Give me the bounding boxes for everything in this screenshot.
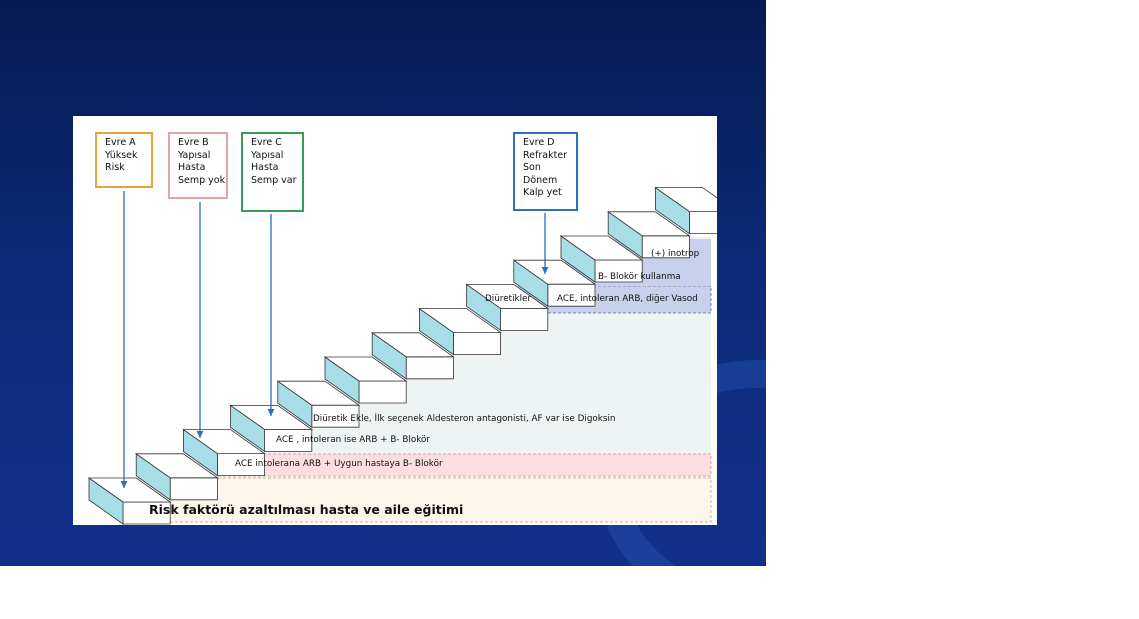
stage-d-line-5: Kalp yet: [523, 187, 562, 198]
base-band: [122, 477, 712, 523]
stage-d-line-3: Son: [523, 162, 541, 173]
stage-c-line-3: Hasta: [251, 162, 279, 173]
slide-background: Evre A Yüksek Risk Evre B Yapısal Hasta …: [0, 0, 766, 566]
step-front-6: [358, 380, 407, 404]
stage-a-arrow-head: [120, 481, 128, 488]
stage-c-arrow-head: [267, 409, 275, 416]
stage-d-line-1: Evre D: [523, 137, 555, 148]
step-top-7: [370, 332, 455, 358]
stage-b-line-2: Yapısal: [178, 149, 211, 161]
stage-d-line-2: Refrakter: [523, 149, 568, 161]
stage-c-line-4: Semp var: [251, 174, 297, 186]
stage-c-line-1: Evre C: [251, 137, 282, 148]
stage-a-line-3: Risk: [105, 162, 125, 173]
step-front-13: [689, 211, 717, 234]
treatment-diuretic-add: Diüretik Ekle, İlk seçenek Aldesteron an…: [313, 414, 616, 424]
stage-c-line-2: Yapısal: [251, 149, 284, 161]
stage-d-line-4: Dönem: [523, 174, 558, 186]
step-top-1: [87, 477, 172, 503]
step-front-8: [452, 332, 502, 356]
stage-d-box: Evre D Refrakter Son Dönem Kalp yet: [513, 132, 578, 211]
step-top-4: [229, 404, 314, 430]
treatment-inotrope: (+) inotrop: [651, 249, 700, 259]
step-top-2: [134, 453, 219, 479]
step-top-8: [418, 308, 502, 334]
step-top-5: [276, 380, 361, 406]
step-top-11: [559, 235, 644, 261]
stage-b-line-4: Semp yok: [178, 174, 226, 186]
step-top-6: [323, 356, 408, 382]
treatment-diuretics: Diüretikler: [485, 294, 532, 304]
staircase-drawing: [87, 186, 717, 525]
step-front-2: [169, 477, 218, 501]
stage-b-line-1: Evre B: [178, 137, 209, 148]
pink-band: [217, 453, 712, 477]
stage-d-arrow-head: [541, 267, 549, 274]
step-top-12: [606, 211, 691, 237]
stage-a-box: Evre A Yüksek Risk: [95, 132, 153, 188]
base-step-label: Risk faktörü azaltılması hasta ve aile e…: [149, 502, 464, 517]
stage-a-line-1: Evre A: [105, 137, 136, 148]
step-top-3: [182, 429, 266, 455]
treatment-ace-arb-b-blocker-2: ACE , intoleran ise ARB + B- Blokör: [276, 435, 431, 445]
step-front-7: [405, 356, 454, 380]
step-top-9: [465, 283, 550, 309]
stage-b-arrow-head: [196, 431, 204, 438]
stage-b-box: Evre B Yapısal Hasta Semp yok: [168, 132, 228, 199]
treatment-ace-arb-b-blocker: ACE intolerana ARB + Uygun hastaya B- Bl…: [235, 459, 443, 469]
stage-c-box: Evre C Yapısal Hasta Semp var: [241, 132, 304, 212]
step-front-9: [500, 307, 549, 331]
stage-a-line-2: Yüksek: [105, 149, 138, 161]
step-top-13: [654, 187, 717, 212]
heart-failure-staircase-diagram: Evre A Yüksek Risk Evre B Yapısal Hasta …: [73, 116, 717, 525]
treatment-b-blocker-use: B- Blokör kullanma: [598, 272, 681, 282]
treatment-ace-arb-vasod: ACE, intoleran ARB, diğer Vasod: [557, 294, 698, 304]
stage-b-line-3: Hasta: [178, 162, 206, 173]
